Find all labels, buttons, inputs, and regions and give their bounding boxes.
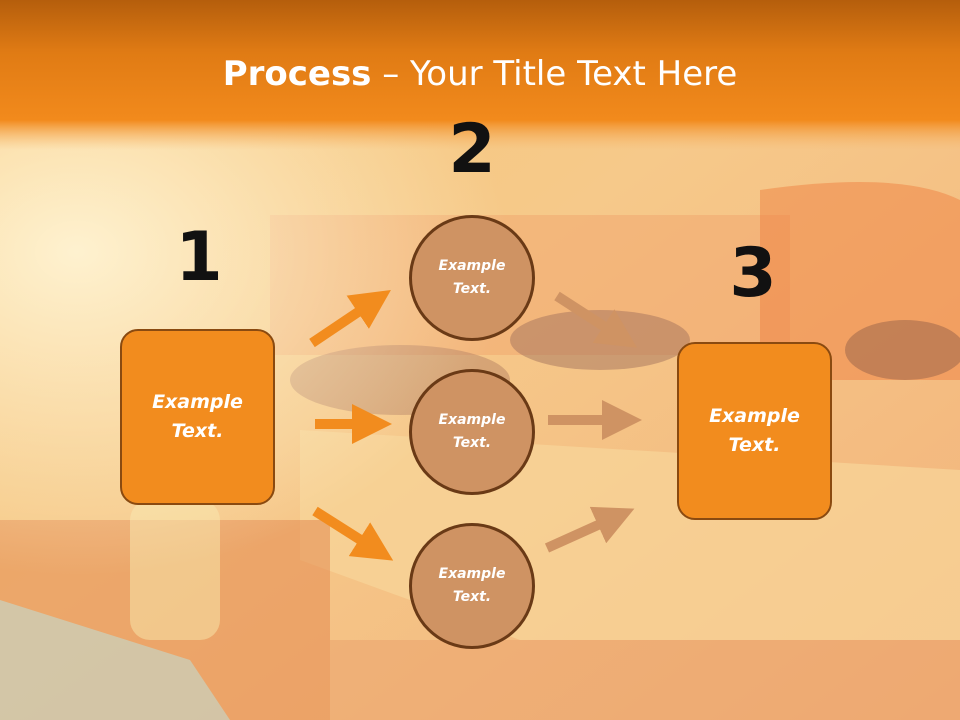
step-box-1-label: Example Text.	[152, 391, 243, 442]
arrow-circle-bottom-to-3	[544, 506, 635, 553]
title-bold: Process	[222, 54, 372, 94]
circle-middle: Example Text.	[409, 369, 535, 495]
step-number-3: 3	[729, 234, 777, 313]
circle-top: Example Text.	[409, 215, 535, 341]
circle-middle-label: Example Text.	[438, 412, 506, 451]
step-box-3-label: Example Text.	[709, 405, 800, 456]
circle-top-label: Example Text.	[438, 258, 506, 297]
title-rest: – Your Title Text Here	[371, 54, 738, 94]
circle-bottom-label: Example Text.	[438, 566, 506, 605]
step-box-3: Example Text.	[677, 342, 832, 520]
arrow-1-to-circle-top	[309, 289, 391, 348]
arrow-circle-top-to-3	[554, 291, 638, 348]
step-number-1: 1	[175, 218, 223, 297]
step-box-1: Example Text.	[120, 329, 275, 505]
step-number-2: 2	[448, 110, 496, 189]
slide-title: Process – Your Title Text Here	[0, 52, 960, 96]
arrow-1-to-circle-bottom	[312, 506, 394, 561]
circle-bottom: Example Text.	[409, 523, 535, 649]
